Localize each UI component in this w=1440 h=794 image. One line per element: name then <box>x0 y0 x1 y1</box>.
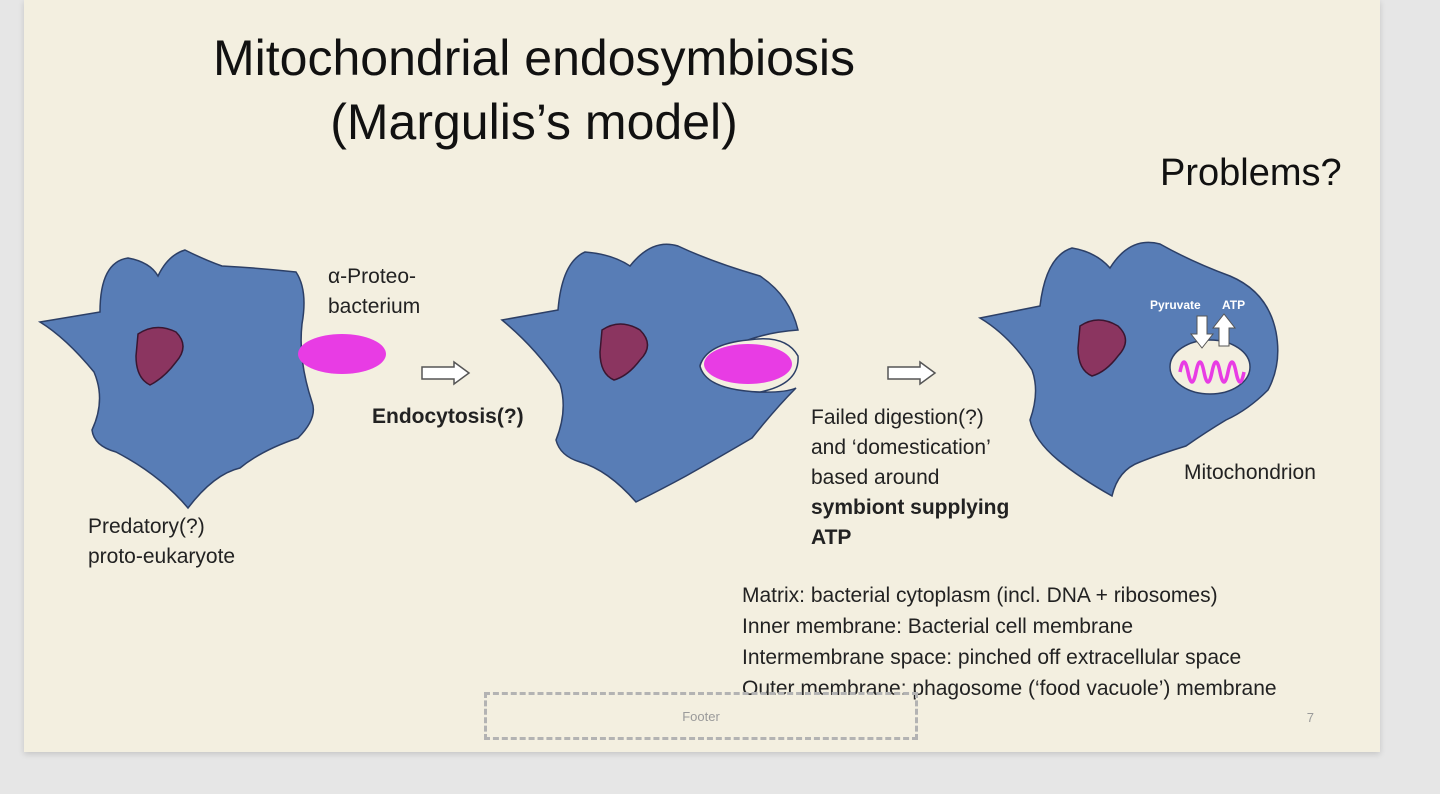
note-matrix: Matrix: bacterial cytoplasm (incl. DNA +… <box>742 584 1218 607</box>
eukaryote-cell <box>977 241 1279 498</box>
proto-eukaryote-cell <box>37 249 315 510</box>
slide-title: Mitochondrial endosymbiosis (Margulis’s … <box>144 26 924 154</box>
arrow-right-icon <box>887 360 937 386</box>
mitochondrion-label: Mitochondrion <box>1184 461 1316 484</box>
alpha-proteobacterium <box>298 334 386 374</box>
alpha-proteobacterium-label: α-Proteo- bacterium <box>328 262 420 322</box>
page-number: 7 <box>1306 710 1314 725</box>
pyruvate-label: Pyruvate <box>1150 298 1201 312</box>
failed-line-3: based around <box>811 466 940 489</box>
alpha-label-line-2: bacterium <box>328 295 421 318</box>
nucleus-1 <box>135 326 184 386</box>
title-line-2: (Margulis’s model) <box>330 94 738 150</box>
slide: Mitochondrial endosymbiosis (Margulis’s … <box>24 0 1380 752</box>
failed-bold-line-1: symbiont supplying <box>811 496 1010 519</box>
mitochondrion-cristae <box>1178 360 1246 384</box>
failed-line-1: Failed digestion(?) <box>811 406 984 429</box>
failed-digestion-label: Failed digestion(?) and ‘domestication’ … <box>811 403 1009 553</box>
problems-heading: Problems? <box>1160 152 1342 194</box>
pyruvate-arrow-icon <box>1189 315 1215 349</box>
failed-line-2: and ‘domestication’ <box>811 436 991 459</box>
atp-arrow-icon <box>1211 313 1237 347</box>
endosymbiosis-diagram: Pyruvate ATP <box>37 241 1279 510</box>
predatory-label-line-2: proto-eukaryote <box>88 545 236 568</box>
note-intermembrane-space: Intermembrane space: pinched off extrace… <box>742 646 1242 669</box>
nucleus-2 <box>599 323 649 381</box>
nucleus-3 <box>1077 319 1127 377</box>
footer-text: Footer <box>682 708 720 724</box>
alpha-label-line-1: α-Proteo- <box>328 265 416 288</box>
title-line-1: Mitochondrial endosymbiosis <box>213 30 855 86</box>
failed-bold-line-2: ATP <box>811 526 852 549</box>
predatory-label-line-1: Predatory(?) <box>88 515 205 538</box>
atp-label: ATP <box>1222 298 1245 312</box>
footer-placeholder[interactable]: Footer <box>484 692 918 740</box>
predatory-label: Predatory(?) proto-eukaryote <box>88 512 235 572</box>
engulfed-bacterium <box>704 344 792 384</box>
note-inner-membrane: Inner membrane: Bacterial cell membrane <box>742 615 1134 638</box>
arrow-right-icon <box>421 360 471 386</box>
endocytosis-label: Endocytosis(?) <box>372 405 524 428</box>
